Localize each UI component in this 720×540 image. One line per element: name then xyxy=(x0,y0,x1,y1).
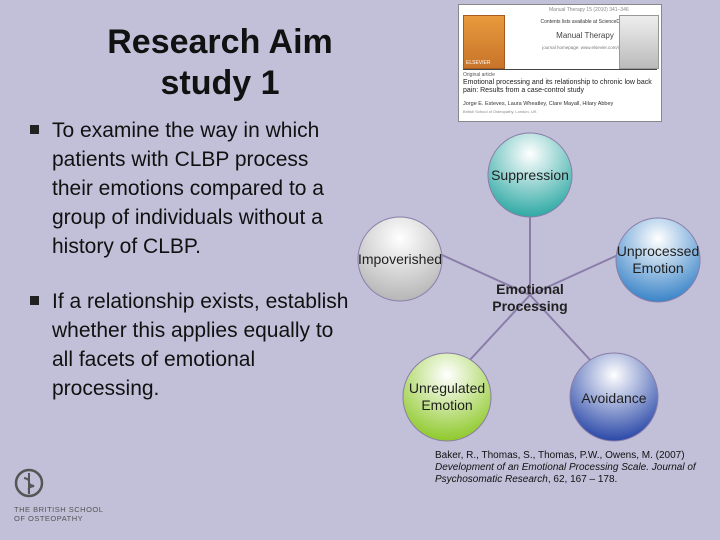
paper-article-title: Emotional processing and its relationshi… xyxy=(463,79,652,94)
paper-thumbnail: Manual Therapy 15 (2010) 341–346 ELSEVIE… xyxy=(458,4,662,122)
paper-contents-line: Contents lists available at ScienceDirec… xyxy=(540,19,630,25)
title-line-1: Research Aim xyxy=(107,23,333,61)
bullet-item: To examine the way in which patients wit… xyxy=(30,116,350,261)
connector-lines xyxy=(441,208,619,363)
bso-name-line-2: OF OSTEOPATHY xyxy=(14,514,84,523)
bullet-item: If a relationship exists, establish whet… xyxy=(30,287,350,403)
bullet-square-icon xyxy=(30,296,39,305)
connector-unprocessed xyxy=(529,254,619,296)
slide-title: Research Aim study 1 xyxy=(70,22,370,104)
paper-article-type: Original article xyxy=(463,72,495,78)
label-unregulated-line-2: Emotion xyxy=(421,397,473,413)
bso-emblem-icon xyxy=(14,468,44,498)
label-suppression-line: Suppression xyxy=(491,167,569,183)
paper-journal-name: Manual Therapy xyxy=(556,31,614,40)
label-avoidance: Avoidance xyxy=(564,390,664,407)
paper-authors: Jorge E. Esteves, Laura Wheatley, Clare … xyxy=(463,101,614,107)
node-unprocessed-emotion xyxy=(615,217,701,303)
journal-cover-icon xyxy=(619,15,659,69)
elsevier-logo-icon: ELSEVIER xyxy=(463,15,505,69)
bullet-text: If a relationship exists, establish whet… xyxy=(52,290,349,400)
label-unprocessed-emotion: Unprocessed Emotion xyxy=(608,243,708,277)
bullet-list: To examine the way in which patients wit… xyxy=(30,116,350,403)
citation-authors: Baker, R., Thomas, S., Thomas, P.W., Owe… xyxy=(435,450,685,461)
publisher-name: ELSEVIER xyxy=(466,60,491,66)
label-impoverished-line: Impoverished xyxy=(357,251,443,267)
paper-affiliation: British School of Osteopathy, London, UK xyxy=(463,109,537,114)
paper-header: Manual Therapy 15 (2010) 341–346 xyxy=(549,7,629,13)
citation-title: Development of an Emotional Processing S… xyxy=(435,462,696,485)
node-avoidance xyxy=(569,352,659,442)
center-label-line-1: Emotional xyxy=(496,281,564,297)
node-unregulated-emotion xyxy=(402,352,492,442)
paper-journal-homepage: journal homepage: www.elsevier.com/math xyxy=(542,45,628,50)
label-unregulated-line-1: Unregulated xyxy=(408,380,486,396)
node-suppression xyxy=(487,132,573,218)
label-suppression: Suppression xyxy=(480,167,580,184)
connector-unregulated xyxy=(467,294,531,363)
citation-details: , 62, 167 – 178. xyxy=(547,474,618,485)
node-impoverished xyxy=(357,216,443,302)
citation: Baker, R., Thomas, S., Thomas, P.W., Owe… xyxy=(435,450,715,486)
bso-name-line-1: THE BRITISH SCHOOL xyxy=(14,505,104,514)
bullet-text: To examine the way in which patients wit… xyxy=(52,119,324,258)
center-label-line-2: Processing xyxy=(492,298,568,314)
title-line-2: study 1 xyxy=(160,63,280,102)
label-unprocessed-line-2: Emotion xyxy=(632,260,684,276)
label-unregulated-emotion: Unregulated Emotion xyxy=(397,380,497,414)
divider xyxy=(463,69,657,70)
label-emotional-processing: Emotional Processing xyxy=(475,281,585,315)
bullet-square-icon xyxy=(30,125,39,134)
connector-impoverished xyxy=(441,254,531,296)
connector-avoidance xyxy=(529,294,593,363)
label-avoidance-line: Avoidance xyxy=(581,390,647,406)
label-unprocessed-line-1: Unprocessed xyxy=(616,243,700,259)
label-impoverished: Impoverished xyxy=(345,251,455,268)
bso-logo: THE BRITISH SCHOOL OF OSTEOPATHY xyxy=(14,466,104,523)
